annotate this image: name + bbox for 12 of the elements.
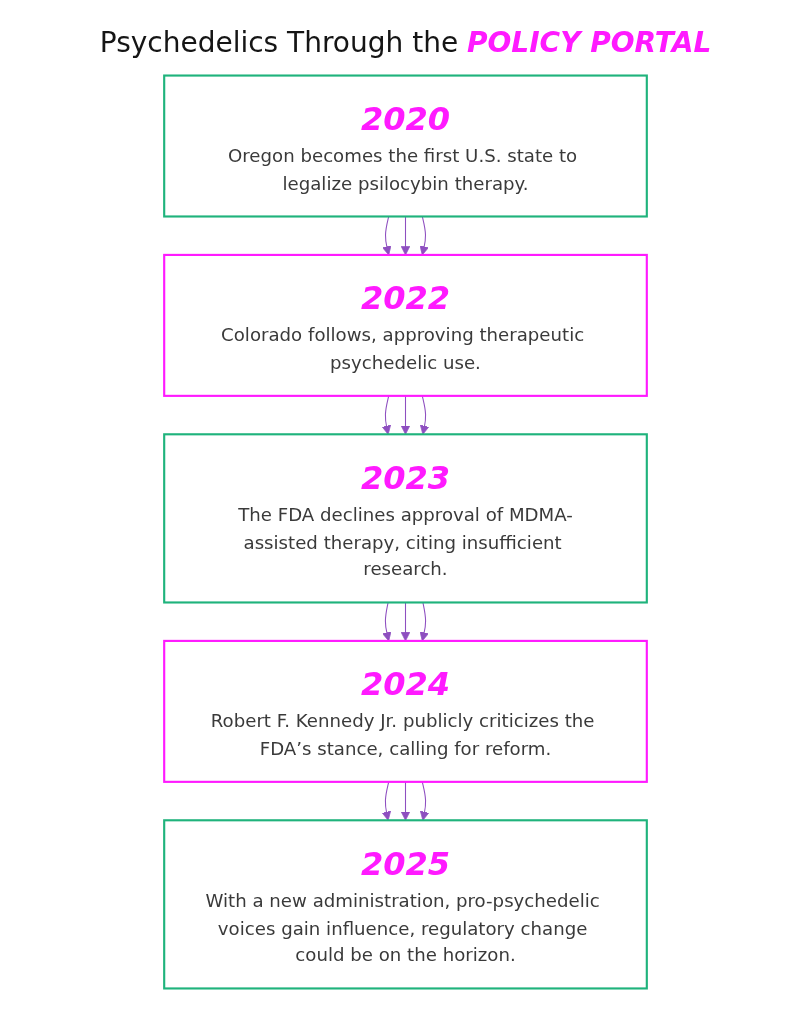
arrow (381, 781, 391, 821)
node-box: 2023 The FDA declines approval of MDMA-assisted therapy, citing insufficient research. (163, 433, 648, 604)
node-box: 2024 Robert F. Kennedy Jr. publicly criticizes the FDA’s stance, calling for reform. (163, 639, 648, 783)
node-box: 2022 Colorado follows, approving therapeutic psychedelic use. (163, 253, 648, 397)
node-box: 2025 With a new administration, pro-psychedelic voices gain influence, regulatory change could be on the horizon. (163, 819, 648, 990)
arrow (420, 395, 430, 435)
diagram-title: Psychedelics Through the POLICY PORTAL (98, 25, 713, 61)
arrow (381, 395, 391, 435)
arrow (400, 395, 411, 435)
node-box: 2020 Oregon becomes the first U.S. state to legalize psilocybin therapy. (163, 74, 648, 218)
arrow (420, 781, 430, 821)
arrow (400, 781, 411, 821)
